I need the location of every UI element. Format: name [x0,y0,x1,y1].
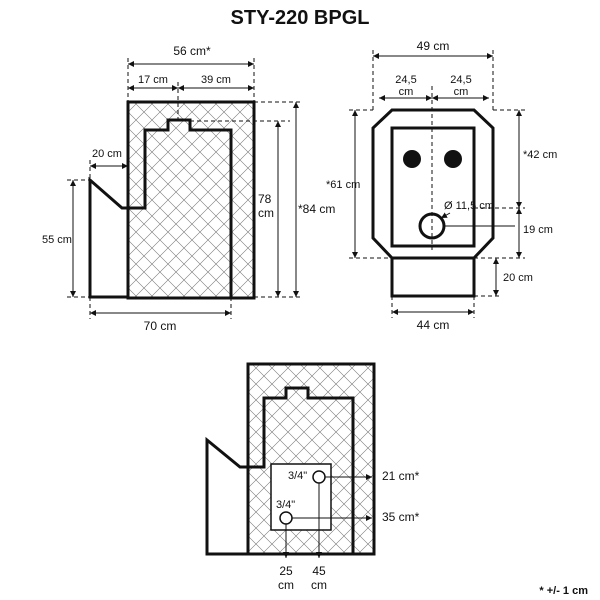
side-view: 56 cm* 17 cm 39 cm 20 cm 55 cm 78 cm *84… [42,44,335,333]
front-view: Ø 11,5 cm 49 cm 24,5 cm 24,5 cm *61 cm *… [326,39,557,332]
front-half-left-unit: cm [399,86,414,98]
connection-stove-outline [246,386,355,554]
connection-view: 3/4" 3/4" 21 cm* 35 cm* 25 cm 45 cm [205,362,420,592]
front-top-width: 49 cm [417,39,450,53]
front-total-height: *61 cm [326,179,360,191]
front-half-right-unit: cm [454,86,469,98]
side-top-left: 17 cm [138,74,168,86]
lower-pipe-connection [279,511,293,525]
front-hole-label: Ø 11,5 cm [444,200,494,212]
front-half-right-value: 24,5 [450,74,471,86]
upper-pipe-label: 3/4" [288,470,307,482]
connection-step [205,436,248,556]
stove-step [88,176,128,299]
side-top-right: 39 cm [201,74,231,86]
connection-upper-height: 21 cm* [382,469,420,483]
lower-pipe-label: 3/4" [276,499,295,511]
connection-right-dist-value: 45 [312,564,326,578]
tolerance-footnote: * +/- 1 cm [539,585,588,597]
control-knob-right [444,150,462,168]
stone-cage [126,100,256,300]
front-base-height: 20 cm [503,272,533,284]
upper-pipe-connection [312,470,326,484]
front-half-left-value: 24,5 [395,74,416,86]
connection-left-dist-unit: cm [278,578,294,592]
side-total-height: *84 cm [298,202,335,216]
control-knob-left [403,150,421,168]
front-door [390,126,476,248]
side-step: 20 cm [92,148,122,160]
side-bottom-width: 70 cm [144,319,177,333]
connection-left-dist-value: 25 [279,564,293,578]
stove-outline [126,118,233,297]
side-body-height-value: 78 [258,192,272,206]
side-top-width: 56 cm* [173,44,211,58]
front-lower-height: 19 cm [523,224,553,236]
side-left-height: 55 cm [42,234,72,246]
connection-lower-height: 35 cm* [382,510,420,524]
connection-right-dist-unit: cm [311,578,327,592]
drawing-title: STY-220 BPGL [231,7,370,29]
side-body-height-unit: cm [258,206,274,220]
front-upper-height: *42 cm [523,149,557,161]
front-base [390,256,476,298]
front-base-width: 44 cm [417,318,450,332]
